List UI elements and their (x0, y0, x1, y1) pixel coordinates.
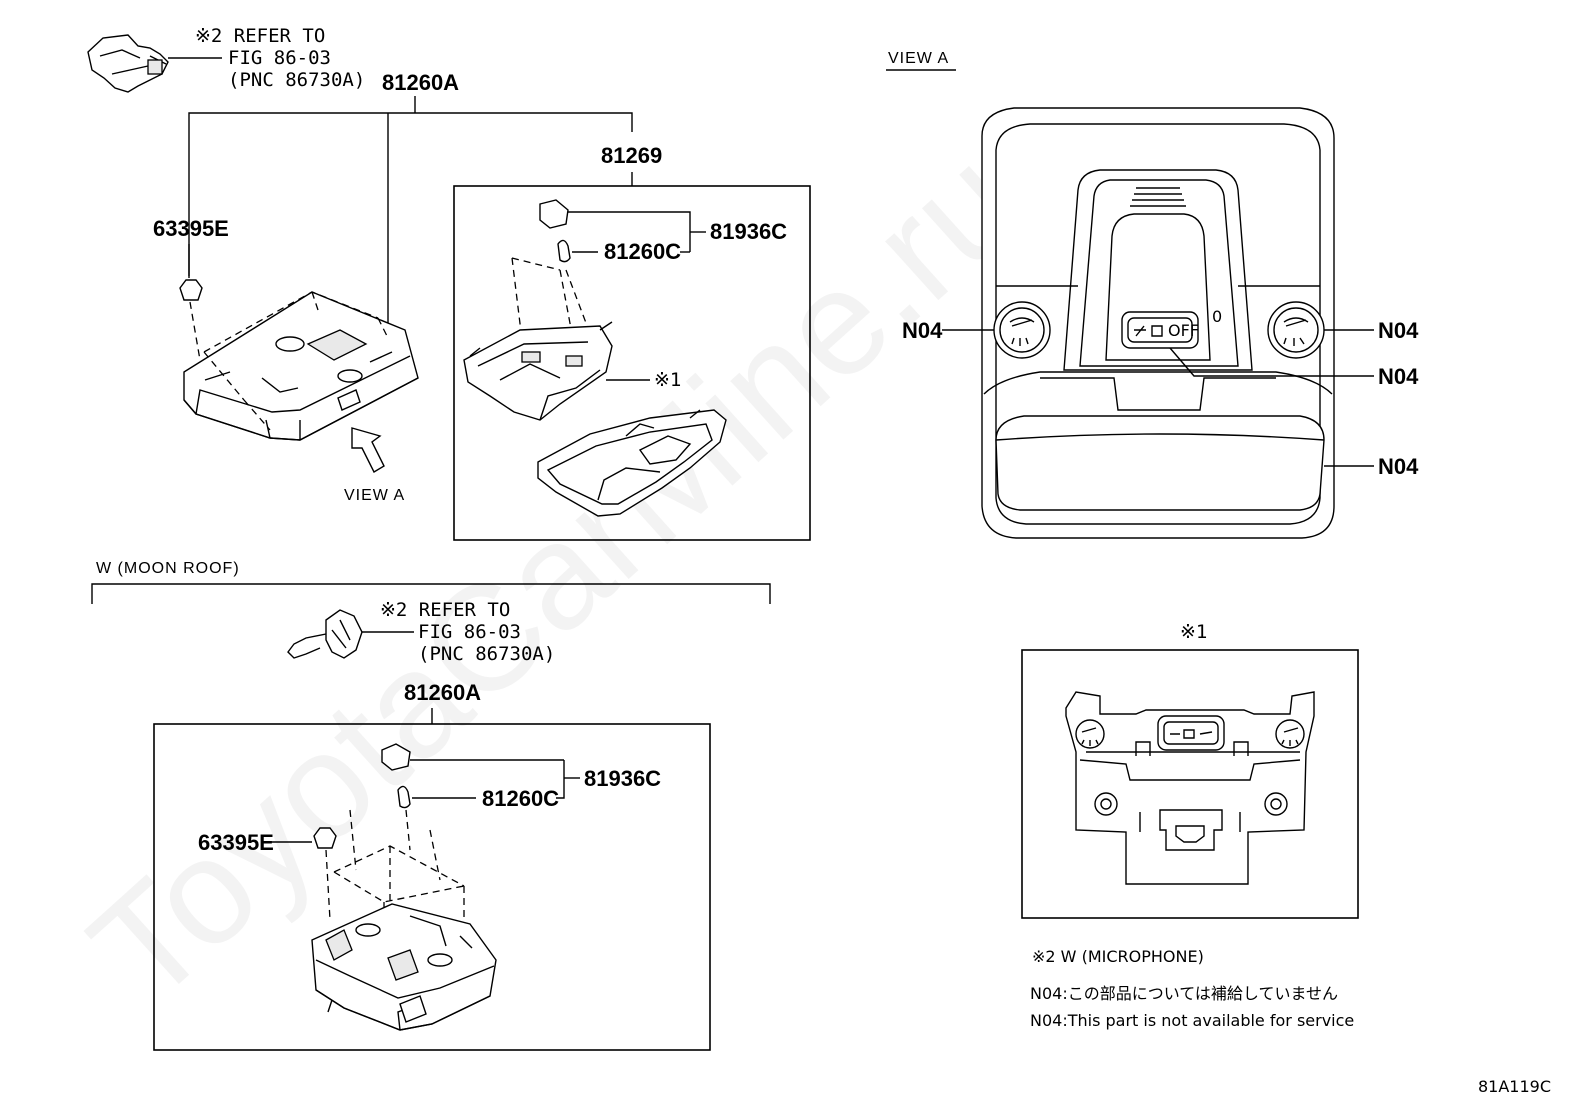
bulb-holder-81936C (539, 199, 569, 229)
switch-zero-text: 0 (1212, 307, 1222, 326)
callout-n04-switch: N04 (1378, 364, 1419, 389)
switch-off-text: OFF (1168, 321, 1199, 340)
mark-1-top: ※1 (654, 369, 681, 391)
view-a-arrow-label: VIEW A (344, 487, 405, 504)
callout-n04-left: N04 (902, 318, 943, 343)
console-housing-lower (311, 903, 497, 1031)
refer-lower-line1: ※2 REFER TO (380, 599, 510, 621)
refer-upper-line1: ※2 REFER TO (195, 25, 325, 47)
part-81260A-bottom: 81260A (404, 680, 481, 705)
refer-upper-line3: (PNC 86730A) (228, 69, 365, 91)
part-81260A-top: 81260A (382, 70, 459, 95)
note-microphone: ※2 W (MICROPHONE) (1032, 947, 1204, 966)
figure-code: 81A119C (1478, 1077, 1551, 1096)
refer-lower-line3: (PNC 86730A) (418, 643, 555, 665)
part-63395E-bottom: 63395E (198, 830, 274, 855)
bulb-81260C-bottom (397, 785, 411, 809)
part-81260C-bottom: 81260C (482, 786, 559, 811)
detail-1-bracket (1065, 691, 1315, 885)
part-81269: 81269 (601, 143, 662, 168)
dome-light-switch: OFF (1121, 311, 1199, 349)
console-housing-upper (183, 291, 419, 441)
part-63395E-top: 63395E (153, 216, 229, 241)
upper-assembly: ※2 REFER TO FIG 86-03 (PNC 86730A) 81260… (87, 25, 662, 504)
moon-roof-label: W (MOON ROOF) (96, 560, 240, 577)
moon-roof-section: W (MOON ROOF) ※2 REFER TO FIG 86-03 (PNC… (91, 560, 771, 1051)
callout-n04-bin: N04 (1378, 454, 1419, 479)
view-a-title: VIEW A (888, 50, 949, 67)
notes: ※2 W (MICROPHONE) N04:この部品については補給していません … (1030, 947, 1354, 1030)
bulb-holder-81936C-bottom (381, 743, 411, 771)
note-n04-english: N04:This part is not available for servi… (1030, 1011, 1354, 1030)
sunglass-holder (983, 371, 1333, 511)
clip-63395E-bottom (313, 827, 337, 849)
refer-lower-line2: FIG 86-03 (418, 621, 521, 643)
refer-upper-line2: FIG 86-03 (228, 47, 331, 69)
clip-63395E-top (179, 279, 203, 301)
note-n04-japanese: N04:この部品については補給していません (1030, 984, 1338, 1003)
microphone-harness-upper (87, 34, 222, 93)
microphone-harness-lower (287, 609, 414, 659)
view-a-section: VIEW A (886, 50, 1419, 539)
bracket-part (463, 321, 613, 421)
callout-n04-right-lamp: N04 (1378, 318, 1419, 343)
part-81936C-bottom: 81936C (584, 766, 661, 791)
bulb-81260C (557, 239, 571, 263)
part-81260C-top: 81260C (604, 239, 681, 264)
map-lamp-left (993, 301, 1051, 359)
detail-1-title: ※1 (1180, 621, 1207, 643)
detail-1-section: ※1 (1021, 621, 1359, 919)
bezel-frame (537, 409, 727, 517)
vent-grille (1130, 187, 1186, 207)
map-lamp-right (1267, 301, 1325, 359)
part-81936C-top: 81936C (710, 219, 787, 244)
view-a-arrow (351, 427, 385, 473)
box-81269: 81260C 81936C ※1 (453, 185, 811, 541)
